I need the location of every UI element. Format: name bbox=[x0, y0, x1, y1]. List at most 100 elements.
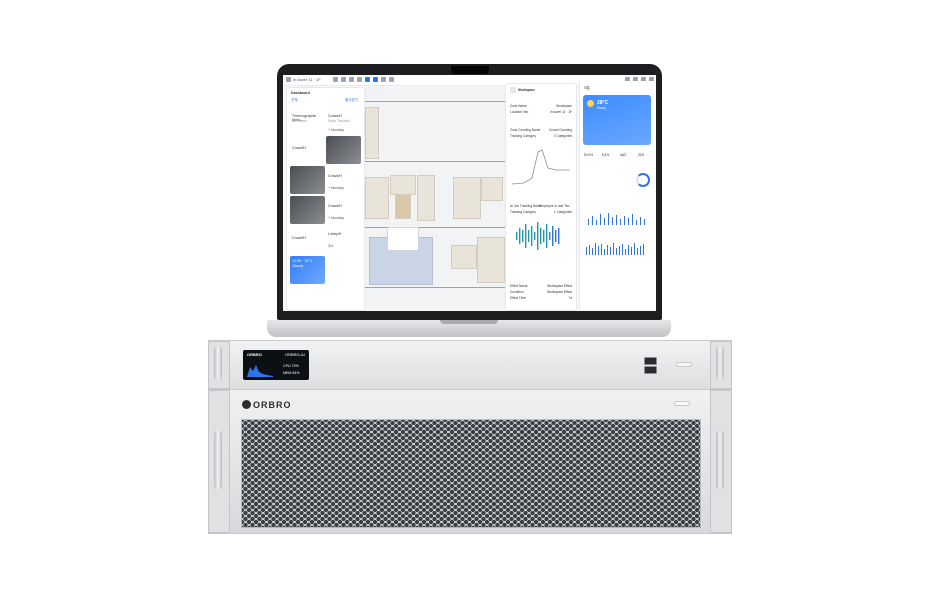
camera-card[interactable] bbox=[290, 166, 325, 194]
row-value: 3 Categories bbox=[553, 134, 572, 138]
zone-icon bbox=[510, 87, 516, 93]
window-icon[interactable] bbox=[641, 77, 646, 82]
handle-left[interactable] bbox=[214, 430, 222, 490]
app-topbar: In tower 11 · 1F bbox=[283, 75, 656, 86]
zone-detail-panel: Workspace Zone Name Workspace Location In… bbox=[505, 83, 577, 311]
weather-widget: 28°C Sunny bbox=[583, 95, 651, 145]
line-chart bbox=[511, 149, 570, 185]
card-title: Crowd/H bbox=[292, 236, 306, 240]
widget-card[interactable]: Crowd/H bbox=[290, 226, 325, 254]
usb-port[interactable] bbox=[644, 357, 657, 365]
laptop-screen: In tower 11 · 1F Dashboard 전체 즐겨찾기 Therm… bbox=[283, 75, 656, 311]
laptop-opening-notch bbox=[440, 320, 498, 324]
front-grill bbox=[241, 419, 701, 528]
mini-bar-chart bbox=[584, 241, 650, 255]
panel-title: Dashboard bbox=[291, 91, 310, 95]
widget-card[interactable]: Crowd/H + Monday bbox=[326, 166, 361, 194]
widget-card[interactable]: Lobby/H 3/4 bbox=[326, 226, 361, 254]
stats-title: 보통 bbox=[584, 86, 590, 90]
window-icon[interactable] bbox=[633, 77, 638, 82]
card-title: Crowd/H bbox=[328, 204, 342, 208]
card-value: 3/4 bbox=[328, 244, 333, 248]
donut-chart bbox=[636, 173, 650, 187]
row-key: Zone Counting Name bbox=[510, 128, 541, 132]
tool-icon[interactable] bbox=[341, 77, 346, 82]
row-value: In tower 11 · 1F bbox=[549, 110, 572, 114]
dashboard-panel: Dashboard 전체 즐겨찾기 Thermographic Moni... … bbox=[286, 87, 365, 311]
widget-card[interactable]: Crowd/H + Monday bbox=[326, 196, 361, 224]
menu-icon[interactable] bbox=[286, 77, 291, 82]
weather-card[interactable]: 12:30 · 15°C Cloudy bbox=[290, 256, 325, 284]
card-value: + Monday bbox=[328, 216, 344, 220]
card-title: Crowd/H bbox=[292, 146, 306, 150]
stat-value: 50.5% bbox=[584, 153, 594, 157]
tool-icon[interactable] bbox=[357, 77, 362, 82]
tab-favorites[interactable]: 즐겨찾기 bbox=[345, 98, 359, 102]
row-value: 7d bbox=[568, 296, 572, 300]
row-key: Zone Name bbox=[510, 104, 527, 108]
weather-line: Cloudy bbox=[292, 264, 304, 268]
row-value: Workspace bbox=[556, 104, 572, 108]
lcd-value: MEM 64% bbox=[283, 371, 300, 375]
stat-value: 32/3 bbox=[638, 153, 645, 157]
widget-card[interactable]: Crowd/H bbox=[290, 136, 325, 164]
card-value: + Monday bbox=[328, 128, 344, 132]
lcd-model: ORBRO-AI bbox=[285, 352, 305, 357]
stat-value: 46/2 bbox=[620, 153, 627, 157]
map-popup[interactable] bbox=[387, 227, 419, 251]
orbro-logo-icon bbox=[242, 400, 251, 409]
mini-bar-chart bbox=[584, 211, 650, 225]
row-key: Tracking Category bbox=[510, 210, 536, 214]
weather-temp: 28°C bbox=[597, 100, 609, 106]
tab-all[interactable]: 전체 bbox=[291, 98, 298, 102]
row-value: Crowd Counting bbox=[549, 128, 572, 132]
row-key: Condition bbox=[510, 290, 524, 294]
handle-right[interactable] bbox=[716, 430, 724, 490]
tool-icon[interactable] bbox=[365, 77, 370, 82]
lcd-value: CPU 70% bbox=[283, 364, 299, 368]
camera-card[interactable] bbox=[326, 136, 361, 164]
tool-icon[interactable] bbox=[349, 77, 354, 82]
handle-right[interactable] bbox=[716, 346, 724, 380]
laptop-base bbox=[267, 320, 671, 337]
floor-map[interactable] bbox=[365, 87, 505, 309]
tool-icon[interactable] bbox=[389, 77, 394, 82]
usb-port[interactable] bbox=[644, 366, 657, 374]
status-lcd: ORBRO ORBRO-AI CPU 70% MEM 64% bbox=[243, 350, 309, 380]
row-value: Workspace Effect bbox=[547, 284, 572, 288]
card-title: Thermographic Moni... bbox=[292, 114, 317, 122]
stats-panel: 보통 28°C Sunny 50.5% 6,4% 46/2 32/3 bbox=[579, 81, 656, 309]
tool-icon[interactable] bbox=[373, 77, 378, 82]
weather-cond: Sunny bbox=[597, 106, 607, 110]
front-brand: ORBRO bbox=[253, 400, 292, 410]
bar-chart bbox=[516, 222, 560, 250]
handle-left[interactable] bbox=[214, 346, 222, 380]
lcd-graph bbox=[247, 365, 273, 377]
row-key: Effect Name bbox=[510, 284, 528, 288]
tool-icon[interactable] bbox=[381, 77, 386, 82]
row-key: Location Info bbox=[510, 110, 529, 114]
widget-card[interactable]: Thermographic Moni... All Zones bbox=[290, 106, 325, 134]
window-icon[interactable] bbox=[625, 77, 630, 82]
row-value: Employee In and Tim... bbox=[539, 204, 572, 208]
row-value: Workspace Effect bbox=[547, 290, 572, 294]
card-value: + Monday bbox=[328, 186, 344, 190]
camera-notch bbox=[451, 66, 489, 74]
row-key: AI Job Tracking Name bbox=[510, 204, 542, 208]
sun-icon bbox=[587, 100, 594, 107]
zone-title: Workspace bbox=[518, 88, 535, 92]
tool-icon[interactable] bbox=[333, 77, 338, 82]
card-title: Crowd/H bbox=[328, 174, 342, 178]
stat-value: 6,4% bbox=[602, 153, 610, 157]
card-title: Lobby/H bbox=[328, 232, 342, 236]
widget-card[interactable]: Crowd/H Face Tracked + Monday bbox=[326, 106, 361, 134]
slot-indicator bbox=[676, 362, 692, 367]
camera-card[interactable] bbox=[290, 196, 325, 224]
slot-indicator bbox=[674, 401, 690, 406]
card-title: Crowd/H bbox=[328, 114, 342, 118]
card-sub: All Zones bbox=[292, 119, 307, 123]
window-icon[interactable] bbox=[649, 77, 654, 82]
weather-line: 12:30 · 15°C bbox=[292, 259, 313, 263]
row-value: 1 Categories bbox=[553, 210, 572, 214]
topbar-title: In tower 11 · 1F bbox=[293, 77, 321, 82]
